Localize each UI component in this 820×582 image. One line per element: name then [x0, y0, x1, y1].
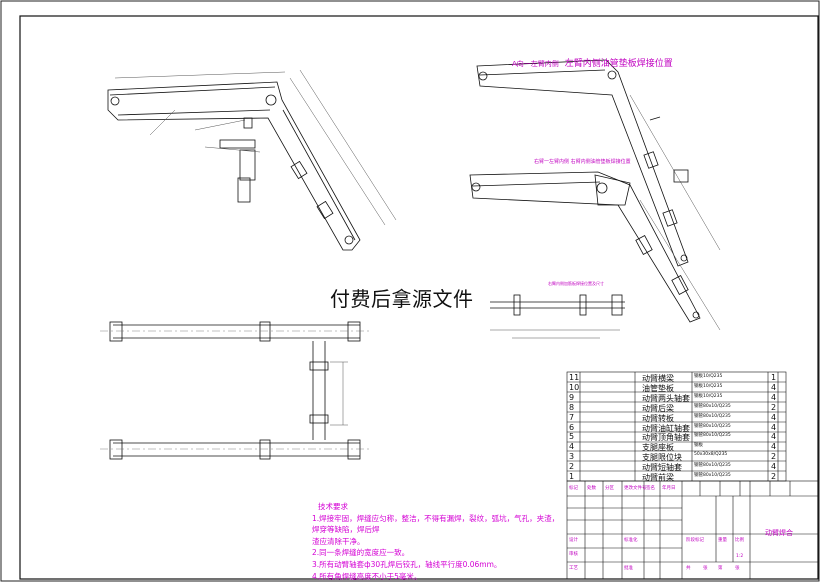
bom-row-name: 支腿座板	[642, 443, 674, 453]
title-block-label: 张	[735, 566, 740, 571]
bom-row-name: 油管垫板	[642, 383, 674, 393]
bom-row-number: 5	[569, 432, 575, 442]
right-view-mid	[469, 169, 721, 331]
bom-row-number: 1	[569, 472, 575, 481]
bom-row-spec: 钢板10/Q235	[694, 383, 723, 389]
title-block-label: 标记	[569, 486, 578, 491]
view-label-top: A向一左臂内侧左臂内侧油管垫板焊接位置	[512, 56, 673, 69]
title-block-label: 设计	[569, 538, 578, 543]
title-block-label: 比例	[735, 538, 744, 543]
bom-row-number: 6	[569, 422, 575, 432]
bom-row-number: 2	[569, 462, 575, 472]
title-block-label: 共	[686, 566, 691, 571]
bom-row-qty: 2	[771, 472, 777, 481]
title-block-label: 阶段标记	[686, 538, 704, 543]
title-block-label: 签名	[646, 486, 655, 491]
bom-row-spec: 钢板10/Q235	[694, 374, 723, 379]
bom-row-number: 3	[569, 452, 575, 462]
bom-row-number: 7	[569, 412, 575, 422]
view-label-mid: 右臂一左臂内侧 右臂内侧油管垫板焊接位置	[534, 159, 631, 165]
side-view-left	[107, 69, 397, 251]
bom-row-name: 动臂油缸轴套	[642, 423, 690, 433]
title-block-label: 重量	[718, 538, 727, 543]
title-block-label: 审核	[569, 552, 578, 557]
bom-table-grid	[566, 371, 787, 482]
bom-row-number: 4	[569, 442, 575, 452]
bom-row-qty: 4	[771, 432, 777, 442]
bom-row-qty: 2	[771, 452, 777, 462]
bom-row-qty: 4	[771, 442, 777, 452]
bom-row-name: 动臂短轴套	[642, 463, 682, 473]
bom-row-spec: 钢管80x10/Q235	[694, 473, 731, 478]
drawing-name: 动臂焊合	[765, 529, 793, 537]
bom-row-name: 支腿限位块	[642, 453, 682, 463]
title-block-label: 分区	[605, 486, 614, 491]
bom-row-number: 10	[569, 382, 580, 392]
bom-row-qty: 4	[771, 392, 777, 402]
tech-note-line: 4.所有角焊缝高度不小于5毫米。	[312, 571, 422, 581]
bom-row-qty: 4	[771, 462, 777, 472]
bom-row-spec: 50x30x8/Q235	[694, 452, 728, 458]
watermark-text: 付费后拿源文件	[330, 287, 474, 311]
bom-row-name: 动臂转板	[642, 413, 674, 423]
right-view-small	[490, 294, 625, 339]
drawing-scale: 1:2	[736, 554, 744, 559]
bom-row-qty: 2	[771, 402, 777, 412]
bom-row-qty: 4	[771, 422, 777, 432]
bom-row-spec: 钢管80x10/Q235	[694, 433, 731, 439]
view-label-top-small: A向一左臂内侧	[512, 60, 559, 68]
bom-row-name: 动臂后梁	[642, 403, 674, 413]
title-block-label: 工艺	[569, 566, 578, 571]
tech-note-line: 渣应清除干净。	[312, 536, 365, 546]
title-block-label: 年月日	[662, 486, 676, 491]
bom-row-spec: 钢板10/Q235	[694, 393, 723, 399]
tech-note-line: 1.焊接牢固，焊缝应匀称，整洁，不得有漏焊，裂纹，弧坑，气孔，夹渣，焊穿等缺陷，…	[312, 513, 560, 535]
inner-border	[19, 15, 819, 580]
view-label-green: 右臂内侧加筋板焊接位置及尺寸	[548, 281, 604, 286]
view-label-top-main: 左臂内侧油管垫板焊接位置	[564, 59, 673, 69]
plan-view	[100, 321, 372, 460]
title-block-grid	[566, 480, 819, 580]
bom-row-name: 动臂顶角轴套	[642, 433, 690, 443]
title-block-label: 张	[703, 566, 708, 571]
technical-requirements: 技术要求 1.焊接牢固，焊缝应匀称，整洁，不得有漏焊，裂纹，弧坑，气孔，夹渣，焊…	[312, 501, 562, 582]
bom-row-spec: 钢管80x10/Q235	[694, 423, 731, 429]
title-block-label: 第	[718, 566, 723, 571]
bom-row-qty: 4	[771, 412, 777, 422]
right-view-top	[476, 59, 721, 267]
bom-row-number: 11	[569, 373, 580, 382]
bom-row-number: 8	[569, 402, 575, 412]
bom-row-name: 动臂前梁	[642, 473, 674, 482]
bom-row-spec: 钢板	[694, 443, 703, 449]
bom-row-qty: 4	[771, 382, 777, 392]
title-block-label: 标准化	[624, 538, 638, 543]
bom-row-number: 9	[569, 392, 575, 402]
title-block-label: 处数	[587, 486, 596, 491]
title-block-label: 更改文件号	[624, 486, 647, 491]
bom-row-name: 动臂横梁	[642, 374, 674, 383]
bom-row-qty: 1	[771, 373, 777, 382]
bom-row-spec: 钢管80x10/Q235	[694, 463, 731, 469]
bom-row-name: 动臂两头轴套	[642, 393, 690, 403]
title-block-label: 批准	[624, 566, 633, 571]
tech-note-line: 3.所有动臂轴套ф30孔焊后铰孔，轴线平行度0.06mm。	[312, 559, 502, 569]
tech-notes-title: 技术要求	[318, 502, 348, 511]
bom-row-spec: 钢管80x10/Q235	[694, 403, 731, 409]
tech-note-line: 2.同一条焊缝的宽度应一致。	[312, 548, 410, 558]
bom-row-spec: 钢管80x10/Q235	[694, 413, 731, 419]
